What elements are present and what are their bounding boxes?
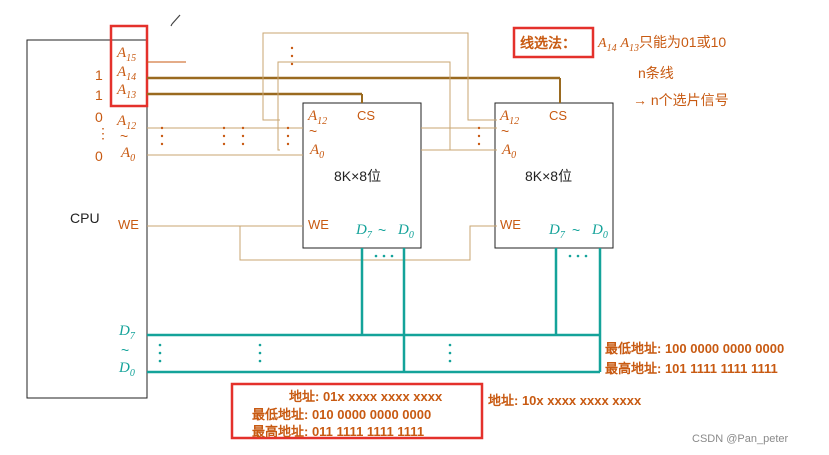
- dot: [477, 126, 481, 130]
- cpu-pin-d0: D0: [119, 360, 135, 379]
- dot: [222, 134, 226, 138]
- chip-1-title: 8K×8位: [334, 168, 382, 184]
- line-select-title-box: [512, 26, 595, 59]
- bit-value: 0: [95, 109, 103, 125]
- dot: [290, 46, 294, 50]
- chip-2-address-pattern: 地址: 10x xxxx xxxx xxxx: [488, 393, 642, 408]
- dot: [241, 134, 245, 138]
- cpu-pin-a0: A0: [121, 145, 136, 164]
- dot: [286, 142, 290, 146]
- chip-1-pin-cs: CS: [357, 108, 376, 123]
- dot: [477, 134, 481, 138]
- chip-1-lowest-address: 最低地址: 010 0000 0000 0000: [252, 407, 432, 422]
- chip-2-highest-address: 最高地址: 101 1111 1111 1111: [605, 361, 778, 376]
- top-loop-1: [262, 32, 497, 121]
- dot: [258, 351, 262, 355]
- n-lines-note: n条线: [638, 65, 674, 81]
- dot: [222, 126, 226, 130]
- dot: [258, 343, 262, 347]
- n-chips-note: → n个选片信号: [633, 92, 729, 108]
- cpu-pin-d7: D7: [119, 323, 135, 342]
- dot: [158, 359, 162, 363]
- dot: [390, 254, 394, 258]
- dot: [477, 142, 481, 146]
- dot: [448, 351, 452, 355]
- a15-a13-highlight: [109, 24, 149, 108]
- chip-2-pin-d-tilde: ~: [572, 222, 581, 238]
- cpu-pin-a12: A12: [117, 113, 137, 132]
- cpu-box: [26, 39, 148, 399]
- dot: [258, 359, 262, 363]
- chip-1-pin-d7: D7: [356, 222, 372, 241]
- chip-1-pin-d0: D0: [398, 222, 414, 241]
- dot: [382, 254, 386, 258]
- bit-value: 0: [95, 148, 103, 164]
- chip-1-address-pattern: 地址: 01x xxxx xxxx xxxx: [289, 389, 443, 404]
- dot: [568, 254, 572, 258]
- dot: [448, 343, 452, 347]
- chip-1-pin-a12: A12: [308, 108, 328, 127]
- dot: [160, 126, 164, 130]
- chip-1-range-box: [230, 382, 484, 440]
- dot: [160, 142, 164, 146]
- chip-1-pin-tilde: ~: [309, 123, 318, 139]
- chip-1-highest-address: 最高地址: 011 1111 1111 1111: [252, 424, 425, 439]
- chip-2-pin-d0: D0: [592, 222, 608, 241]
- chip-2-pin-a0: A0: [502, 142, 517, 161]
- dot: [448, 359, 452, 363]
- dot: [241, 142, 245, 146]
- dot: [158, 343, 162, 347]
- dot: [286, 134, 290, 138]
- dot: [222, 142, 226, 146]
- chip-2-pin-we: WE: [500, 217, 521, 232]
- dot: [576, 254, 580, 258]
- chip-2-pin-d7: D7: [549, 222, 565, 241]
- cpu-pin-we: WE: [118, 217, 139, 232]
- dot: [290, 62, 294, 66]
- dot: [584, 254, 588, 258]
- chip-2-pin-tilde: ~: [501, 123, 510, 139]
- chip-2-lowest-address: 最低地址: 100 0000 0000 0000: [605, 341, 785, 356]
- chip-1-pin-we: WE: [308, 217, 329, 232]
- dot: [158, 351, 162, 355]
- bit-value: 1: [95, 87, 103, 103]
- chip-1-pin-a0: A0: [310, 142, 325, 161]
- dot: [241, 126, 245, 130]
- cpu-pin-d-tilde: ~: [121, 342, 130, 358]
- chip-2-title: 8K×8位: [525, 168, 573, 184]
- dot: [160, 134, 164, 138]
- dot: [286, 126, 290, 130]
- line-select-rule: A14 A13只能为01或10: [598, 34, 727, 54]
- pencil-icon: [170, 14, 181, 27]
- chip-2-pin-a12: A12: [500, 108, 520, 127]
- chip-2-box: [494, 102, 614, 249]
- cpu-pin-a13: A13: [117, 82, 137, 101]
- cpu-label: CPU: [70, 210, 100, 226]
- bit-value: ⋮: [96, 125, 110, 141]
- dot: [374, 254, 378, 258]
- cpu-pin-a15: A15: [117, 45, 137, 64]
- dot: [290, 54, 294, 58]
- line-select-title: 线选法：: [520, 35, 576, 51]
- we-loop: [239, 225, 497, 261]
- chip-2-pin-cs: CS: [549, 108, 568, 123]
- cpu-pin-a14: A14: [117, 64, 137, 83]
- bit-value: 1: [95, 67, 103, 83]
- watermark: CSDN @Pan_peter: [692, 433, 789, 445]
- cpu-pin-tilde: ~: [120, 128, 129, 144]
- chip-1-pin-d-tilde: ~: [378, 222, 387, 238]
